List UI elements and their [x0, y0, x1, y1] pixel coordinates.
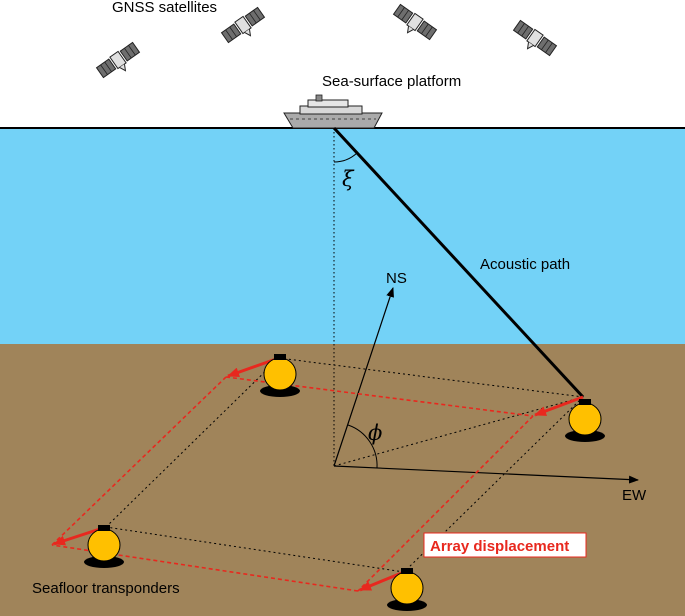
- array-displacement-label: Array displacement: [430, 538, 569, 555]
- ns-label: NS: [386, 270, 407, 287]
- phi-angle-arc: [347, 424, 378, 469]
- displacement-arrows: [53, 356, 584, 592]
- ew-axis: [333, 465, 639, 484]
- array-displacement-box: [423, 532, 587, 558]
- gnss-satellites-label: GNSS satellites: [112, 0, 217, 16]
- seafloor-area: [0, 344, 685, 616]
- ew-label: EW: [622, 487, 647, 504]
- xi-angle-arc: [333, 152, 358, 163]
- ns-axis: [333, 287, 394, 467]
- xi-label: ξ: [342, 167, 355, 191]
- acoustic-path-line: [332, 126, 585, 399]
- ship-icon: [283, 94, 383, 129]
- platform-label: Sea-surface platform: [322, 73, 461, 90]
- sea-area: [0, 128, 685, 344]
- phi-label: ϕ: [368, 421, 382, 445]
- seafloor-transponders-label: Seafloor transponders: [32, 580, 180, 597]
- acoustic-path-label: Acoustic path: [480, 256, 570, 273]
